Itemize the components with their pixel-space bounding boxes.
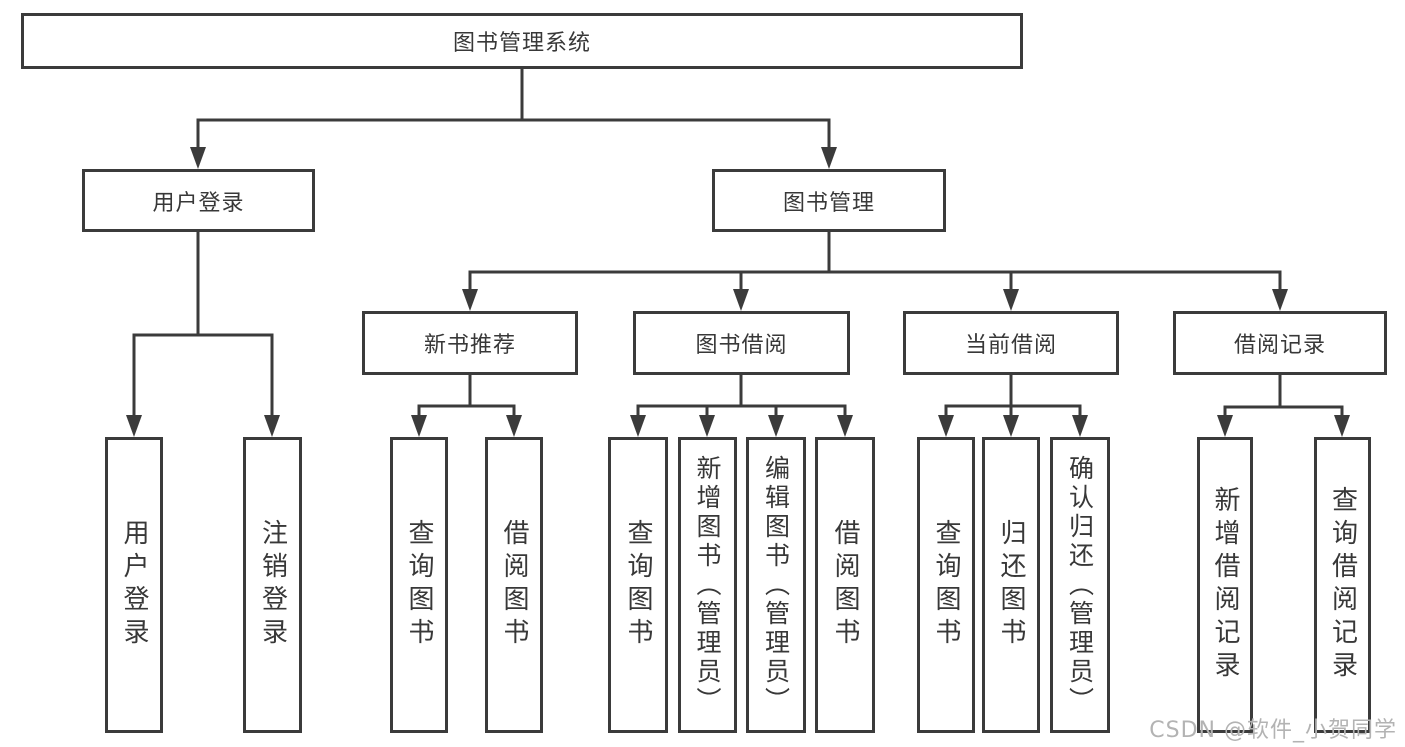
node-borrow-records-label: 借阅记录 [1233, 333, 1326, 358]
leaf-query-book-3: 查询图书 [917, 437, 975, 733]
leaf-return-book-label: 归还图书 [996, 519, 1026, 651]
node-root: 图书管理系统 [21, 13, 1023, 69]
leaf-query-book-1-label: 查询图书 [404, 519, 434, 651]
leaf-return-book: 归还图书 [982, 437, 1040, 733]
node-current-borrow-label: 当前借阅 [964, 333, 1057, 358]
leaf-borrow-book-2-label: 借阅图书 [830, 519, 860, 651]
leaf-query-book-3-label: 查询图书 [931, 519, 961, 651]
leaf-query-book-2-label: 查询图书 [623, 519, 653, 651]
leaf-user-login-label: 用户登录 [119, 519, 149, 651]
watermark: CSDN @软件_小贺同学 [1149, 718, 1397, 743]
leaf-logout-label: 注销登录 [257, 519, 288, 651]
node-root-label: 图书管理系统 [452, 31, 591, 56]
leaf-add-borrow-record-label: 新增借阅记录 [1210, 486, 1240, 684]
leaf-edit-book-admin: 编辑图书（管理员） [746, 437, 806, 733]
node-book-management: 图书管理 [712, 169, 946, 232]
node-new-book-recommend-label: 新书推荐 [423, 333, 516, 358]
node-current-borrow: 当前借阅 [903, 311, 1119, 375]
leaf-user-login: 用户登录 [105, 437, 163, 733]
leaf-add-borrow-record: 新增借阅记录 [1197, 437, 1253, 733]
leaf-borrow-book-1: 借阅图书 [485, 437, 543, 733]
leaf-confirm-return-admin-label: 确认归还（管理员） [1065, 454, 1095, 716]
leaf-confirm-return-admin: 确认归还（管理员） [1050, 437, 1110, 733]
leaf-query-book-2: 查询图书 [608, 437, 668, 733]
node-borrow-records: 借阅记录 [1173, 311, 1387, 375]
node-book-management-label: 图书管理 [782, 190, 875, 216]
node-new-book-recommend: 新书推荐 [362, 311, 578, 375]
leaf-logout: 注销登录 [243, 437, 302, 733]
leaf-query-borrow-record-label: 查询借阅记录 [1327, 486, 1358, 684]
leaf-query-book-1: 查询图书 [390, 437, 448, 733]
leaf-add-book-admin-label: 新增图书（管理员） [693, 454, 722, 716]
node-user-login: 用户登录 [82, 169, 315, 232]
leaf-query-borrow-record: 查询借阅记录 [1314, 437, 1371, 733]
leaf-edit-book-admin-label: 编辑图书（管理员） [761, 454, 791, 716]
leaf-borrow-book-2: 借阅图书 [815, 437, 875, 733]
node-book-borrow-label: 图书借阅 [695, 333, 788, 358]
node-book-borrow: 图书借阅 [633, 311, 850, 375]
node-user-login-label: 用户登录 [152, 190, 245, 216]
leaf-borrow-book-1-label: 借阅图书 [499, 519, 529, 651]
leaf-add-book-admin: 新增图书（管理员） [678, 437, 737, 733]
